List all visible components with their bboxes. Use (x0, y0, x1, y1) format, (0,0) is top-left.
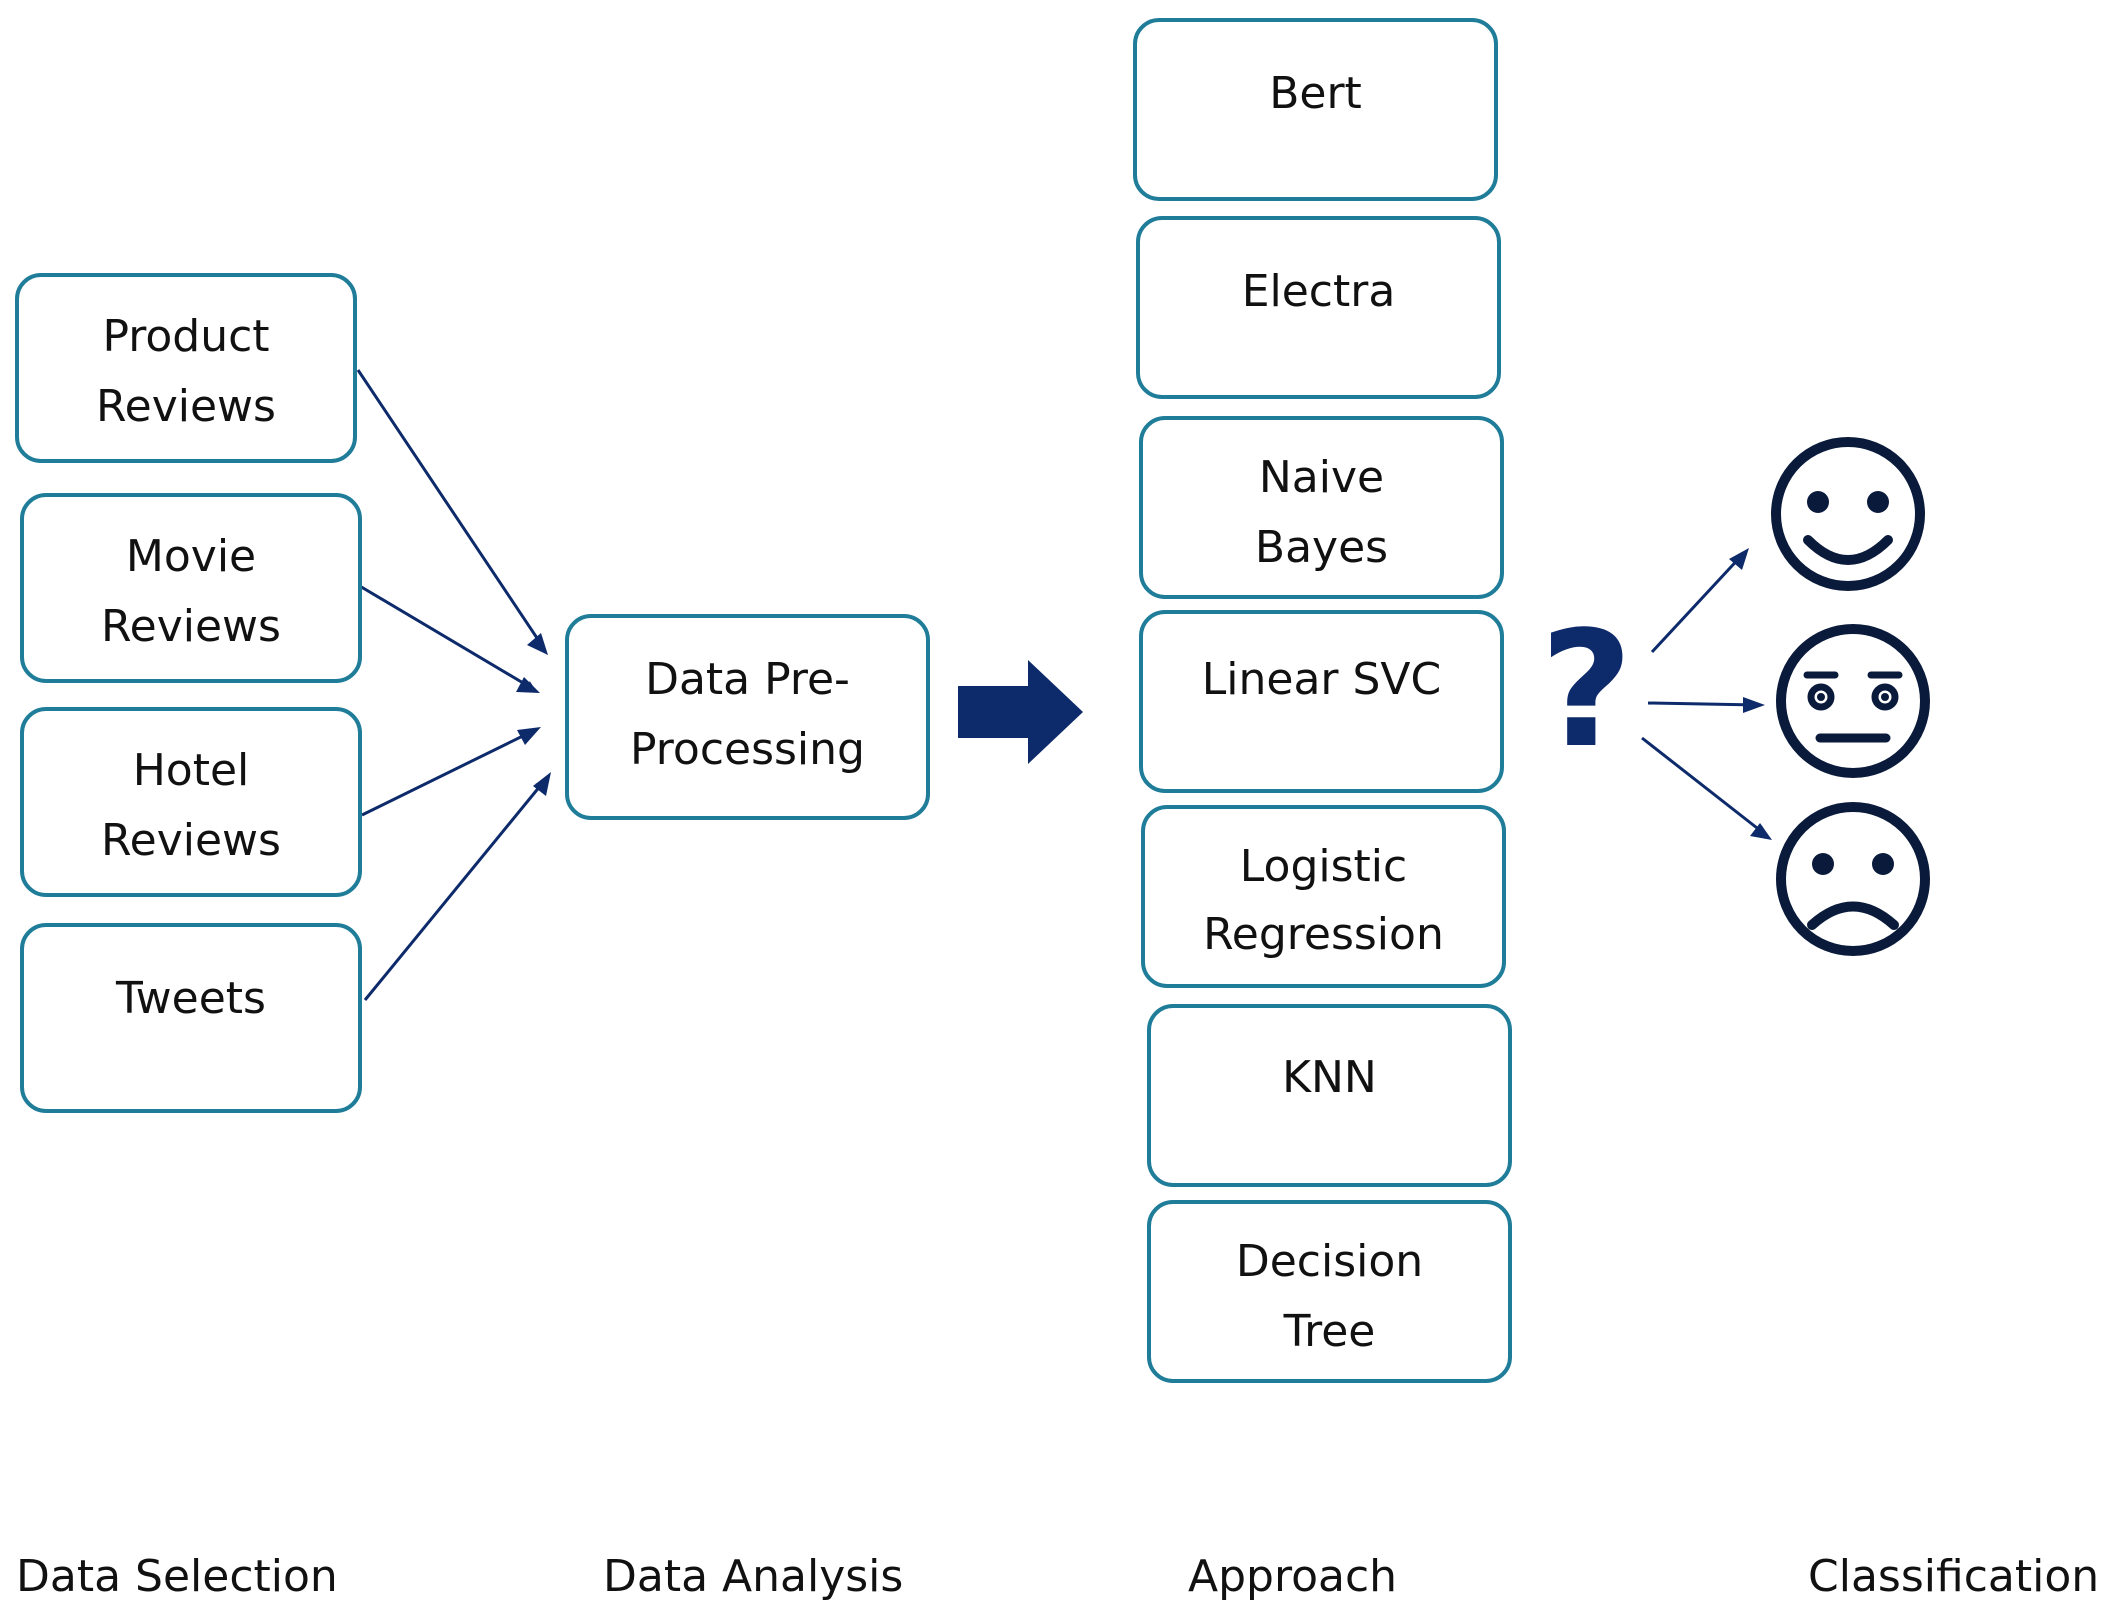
sad-face-icon (1776, 802, 1930, 956)
source-label-line: Tweets (116, 973, 266, 1024)
approach-label-line: Tree (1283, 1306, 1376, 1357)
approach-box-knn: KNN (1147, 1004, 1512, 1187)
source-label-line: Product (102, 311, 270, 362)
arrow-tweets-to-preprocessing (363, 779, 547, 1001)
neutral-face-icon (1776, 624, 1930, 778)
approach-label-line: Naive (1258, 452, 1385, 503)
preprocessing-label-line: Data Pre- (645, 654, 850, 705)
arrow-to-neutral (1647, 699, 1759, 710)
source-label-line: Reviews (96, 381, 276, 432)
approach-label-line: Bayes (1254, 522, 1389, 573)
happy-face-icon (1771, 437, 1925, 591)
source-label-line: Reviews (101, 601, 281, 652)
source-label-line: Reviews (101, 815, 281, 866)
approach-box-bert: Bert (1133, 18, 1498, 201)
stage-label-data-selection: Data Selection (16, 1551, 338, 1602)
approach-label-line: Decision (1235, 1236, 1424, 1287)
approach-label-line: Electra (1241, 266, 1396, 317)
approach-box-naive-bayes: Naive Bayes (1139, 416, 1504, 599)
arrow-movie-to-preprocessing (357, 583, 536, 692)
approach-label-line: Logistic (1239, 841, 1408, 892)
approach-label-line: Regression (1203, 909, 1444, 960)
arrow-product-to-preprocessing (356, 369, 545, 648)
approach-label-line: Bert (1269, 68, 1362, 119)
arrow-hotel-to-preprocessing (361, 728, 536, 817)
approach-box-electra: Electra (1136, 216, 1501, 399)
source-box-tweets: Tweets (20, 923, 362, 1113)
stage-label-data-analysis: Data Analysis (603, 1551, 904, 1602)
stage-label-classification: Classification (1808, 1551, 2100, 1602)
source-box-hotel-reviews: Hotel Reviews (20, 707, 362, 897)
source-box-movie-reviews: Movie Reviews (20, 493, 362, 683)
preprocessing-box: Data Pre- Processing (565, 614, 930, 820)
approach-label-line: KNN (1282, 1052, 1377, 1103)
approach-box-logistic-regression: Logistic Regression (1141, 805, 1506, 988)
block-arrow (958, 660, 1083, 764)
source-label-line: Movie (125, 531, 257, 582)
preprocessing-label-line: Processing (630, 724, 865, 775)
approach-label-line: Linear SVC (1201, 654, 1442, 705)
approach-box-decision-tree: Decision Tree (1147, 1200, 1512, 1383)
question-mark: ? (1540, 596, 1633, 783)
arrow-to-sad (1641, 736, 1767, 837)
approach-box-linear-svc: Linear SVC (1139, 610, 1504, 793)
arrow-to-happy (1650, 552, 1745, 654)
source-box-product-reviews: Product Reviews (15, 273, 357, 463)
stage-label-approach: Approach (1188, 1551, 1398, 1602)
source-label-line: Hotel (132, 745, 250, 796)
